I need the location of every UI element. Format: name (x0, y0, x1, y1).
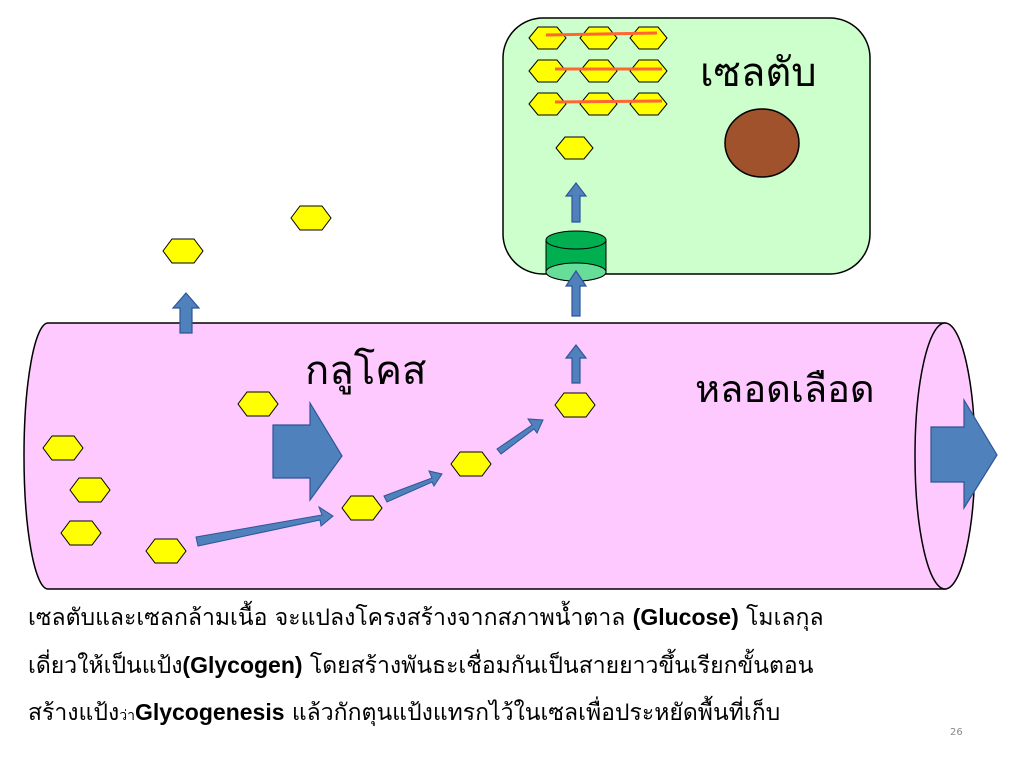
glycogen-unit (579, 59, 618, 83)
up-arrow-into-cell (564, 182, 588, 223)
glucose-molecule (145, 538, 187, 564)
glucose-molecule (290, 205, 332, 231)
caption-line-3: สร้างแป้งว่าGlycogenesis แล้วกักตุนแป้งแ… (28, 699, 781, 726)
glucose-molecule (42, 435, 84, 461)
glucose-molecule (162, 238, 204, 264)
glucose-label: กลูโคส (305, 348, 427, 394)
glycogen-unit (579, 92, 618, 116)
up-arrow-in-vessel (564, 344, 588, 384)
glucose-molecules (42, 205, 596, 564)
flow-arrow-exit (930, 397, 998, 511)
glucose-molecule (450, 451, 492, 477)
glycogen-bonds (545, 31, 663, 104)
caption-line-2: เดี่ยวให้เป็นแป้ง(Glycogen) โดยสร้างพันธ… (28, 652, 814, 679)
nucleus (724, 108, 800, 178)
glycogen-chains (528, 26, 668, 116)
glucose-molecule (555, 136, 594, 160)
glucose-molecule (554, 392, 596, 418)
caption-line-1: เซลตับและเซลกล้ามเนื้อ จะแปลงโครงสร้างจา… (28, 604, 824, 631)
glucose-path-arrows (195, 418, 544, 547)
glucose-molecule (341, 495, 383, 521)
flow-arrow (272, 400, 343, 502)
blood-vessel-label: หลอดเลือด (695, 367, 875, 411)
up-arrow-out-of-vessel (171, 292, 201, 334)
glycogen-unit (528, 92, 567, 116)
glycogen-unit (528, 26, 567, 50)
glucose-molecule (69, 477, 111, 503)
glucose-molecule (237, 391, 279, 417)
liver-cell-label: เซลตับ (700, 50, 817, 96)
glycogen-unit (629, 59, 668, 83)
up-arrow-to-transporter (564, 269, 588, 317)
page-number: 26 (950, 727, 963, 738)
glucose-transporter (545, 230, 607, 282)
glucose-molecule (60, 520, 102, 546)
glycogen-unit (528, 59, 567, 83)
glycogen-unit (629, 92, 668, 116)
